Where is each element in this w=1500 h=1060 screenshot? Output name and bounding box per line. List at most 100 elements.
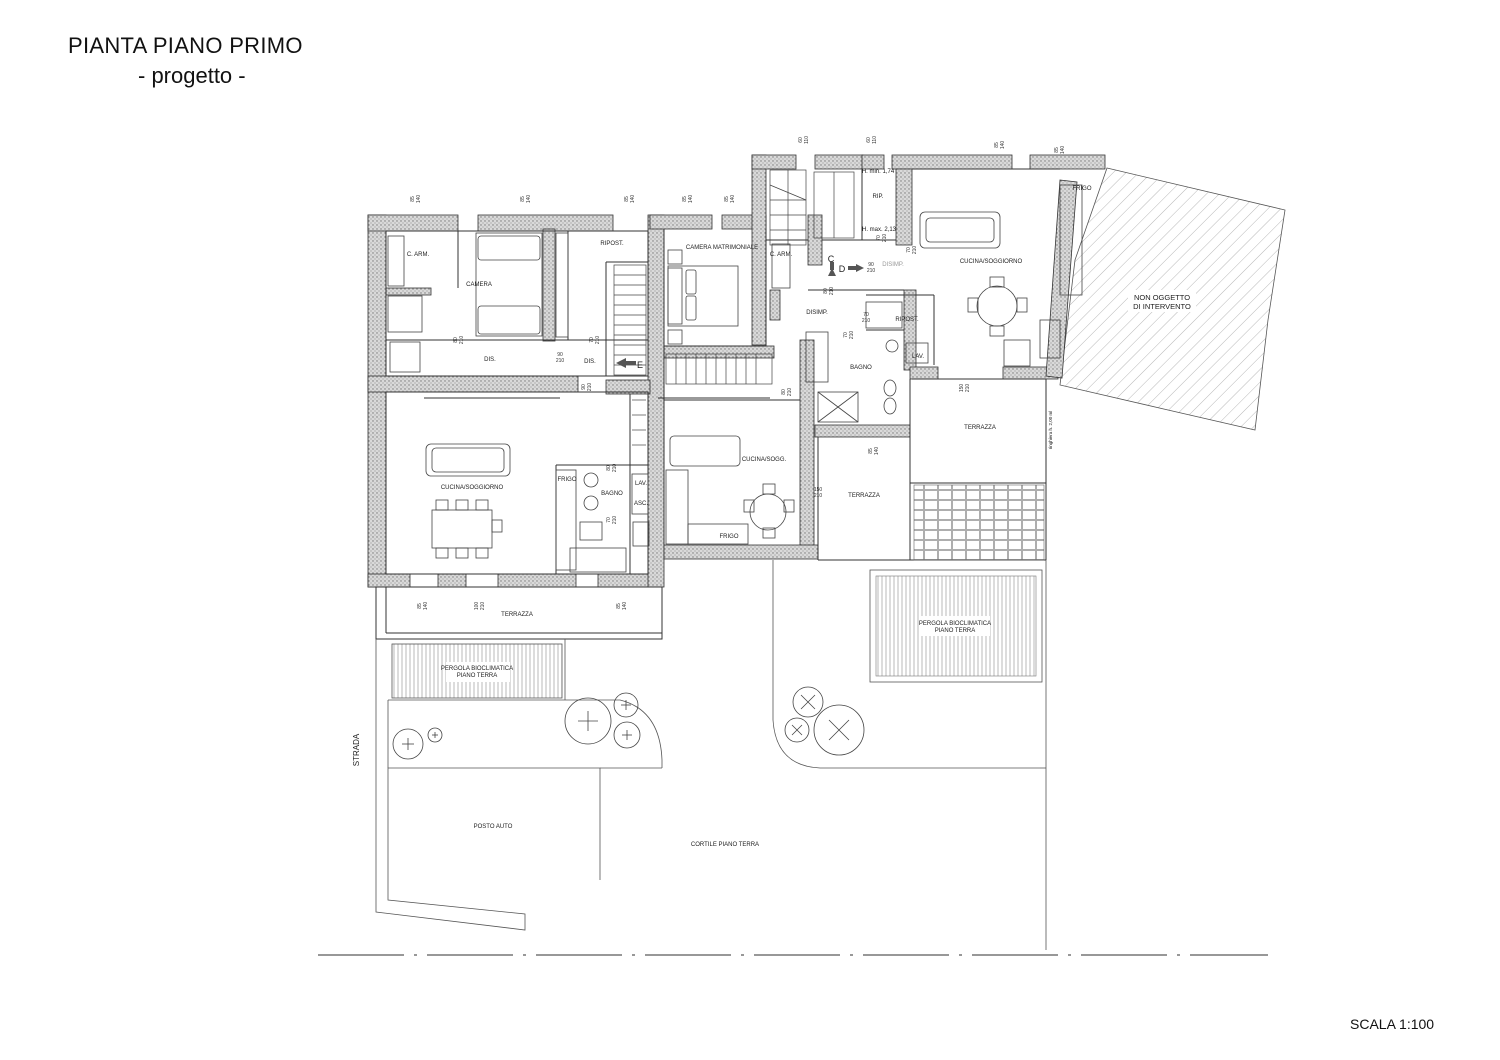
dim-70-a: 70 [589, 337, 595, 343]
dim-140-j: 140 [622, 602, 628, 611]
pergola-right [869, 569, 1043, 683]
large-labels: NON OGGETTO DI INTERVENTO STRADA ringhie… [352, 254, 1191, 766]
dim-top-140-a: 140 [416, 195, 422, 204]
dim-top-140-e: 140 [730, 195, 736, 204]
walls [367, 154, 1106, 588]
label-pergola-2a: PERGOLA BIOCLIMATICA [919, 621, 991, 627]
dim-210-f: 210 [787, 388, 793, 397]
dimension-labels: 85 140 85 140 85 140 85 140 85 140 60 11… [410, 136, 1066, 610]
furniture [387, 184, 1083, 573]
dim-210-i: 210 [849, 331, 855, 340]
dim-top-85-d: 85 [682, 196, 688, 202]
dim-top-85-e: 85 [724, 196, 730, 202]
label-dis-1: DIS. [484, 357, 496, 363]
dim-210-c: 210 [587, 383, 593, 392]
dim-210-b: 210 [595, 336, 601, 345]
dim-80-d: 80 [823, 288, 829, 294]
label-asc: ASC. [634, 501, 648, 507]
dim-70-f: 70 [863, 312, 869, 318]
label-disimp-2: DISIMP. [806, 310, 828, 316]
label-pergola-2b: PIANO TERRA [935, 628, 976, 634]
dim-80-a: 80 [453, 337, 459, 343]
dim-70-e: 70 [906, 247, 912, 253]
section-markers [616, 262, 864, 368]
label-ripost-2: RIPOST. [895, 317, 919, 323]
dim-70-d: 70 [843, 332, 849, 338]
dim-top-110-a: 110 [804, 136, 810, 144]
dim-210-o: 210 [862, 318, 871, 324]
dim-210-e: 210 [612, 516, 618, 525]
trees [392, 686, 865, 760]
dim-85-j: 85 [616, 603, 622, 609]
dim-70-b: 70 [606, 517, 612, 523]
label-non-oggetto-2: DI INTERVENTO [1133, 302, 1191, 311]
label-bagno-1: BAGNO [850, 365, 872, 371]
label-cucina-soggiorno-2: CUCINA/SOGGIORNO [441, 485, 504, 491]
dim-top-85-f: 85 [994, 142, 1000, 148]
label-terrazza-2: TERRAZZA [848, 493, 880, 499]
label-lav-1: LAV. [912, 354, 924, 360]
dim-top-60-b: 60 [866, 137, 872, 143]
ground-floor-outline [375, 560, 1047, 950]
drawing-subtitle: - progetto - [138, 63, 246, 88]
dim-85-i: 85 [417, 603, 423, 609]
label-camera: CAMERA [466, 282, 492, 288]
label-dis-2: DIS. [584, 359, 596, 365]
terrace-tiles [913, 484, 1045, 561]
label-cucina-sogg: CUCINA/SOGG. [742, 457, 787, 463]
drawing-title: PIANTA PIANO PRIMO [68, 33, 303, 58]
label-camera-matrimoniale: CAMERA MATRIMONIALE [686, 245, 758, 251]
label-lav-2: LAV. [635, 481, 647, 487]
dim-top-140-b: 140 [526, 195, 532, 204]
section-mark-d: D [839, 264, 846, 274]
dim-210-j: 210 [965, 384, 971, 393]
dim-top-140-c: 140 [630, 195, 636, 204]
label-ripost-1: RIPOST. [600, 241, 624, 247]
dim-top-85-b: 85 [520, 196, 526, 202]
section-mark-e: E [637, 360, 643, 370]
label-posto-auto: POSTO AUTO [474, 824, 513, 830]
label-h-min: H. min. 1,74 [862, 169, 895, 175]
dim-210-a: 210 [459, 336, 465, 345]
label-bagno-2: BAGNO [601, 491, 623, 497]
stairs [613, 169, 855, 446]
dim-210-k: 210 [480, 602, 486, 611]
dim-80-c: 80 [781, 389, 787, 395]
dim-80-b: 80 [606, 465, 612, 471]
dim-210-p: 210 [814, 493, 823, 499]
scale-label: SCALA 1:100 [1350, 1016, 1435, 1032]
label-cortile: CORTILE PIANO TERRA [691, 842, 759, 848]
label-disimp-1: DISIMP. [882, 262, 904, 268]
dim-85-h: 85 [868, 448, 874, 454]
dim-top-60-a: 60 [798, 137, 804, 143]
dim-210-h: 210 [882, 234, 888, 243]
dim-210-l: 210 [912, 246, 918, 255]
dim-100-a: 100 [474, 602, 480, 611]
dim-70-c: 70 [876, 235, 882, 241]
internal-partitions [375, 168, 1060, 640]
label-pergola-1a: PERGOLA BIOCLIMATICA [441, 666, 513, 672]
dim-top-85-c: 85 [624, 196, 630, 202]
label-terrazza-3: TERRAZZA [501, 612, 533, 618]
dim-top-110-b: 110 [872, 136, 878, 144]
dim-90-b: 90 [557, 352, 563, 358]
dim-top-140-f: 140 [1000, 141, 1006, 150]
dim-top-140-g: 140 [1060, 146, 1066, 155]
room-labels: C. ARM. CAMERA RIPOST. CAMERA MATRIMONIA… [407, 169, 1092, 848]
label-strada: STRADA [352, 733, 361, 766]
label-frigo-1: FRIGO [558, 477, 577, 483]
dim-210-n: 210 [867, 268, 876, 274]
dim-90-a: 90 [581, 384, 587, 390]
label-frigo-2: FRIGO [720, 534, 739, 540]
dimension-labels-horizontal: 90 210 90 210 70 210 150 210 [556, 262, 876, 499]
dim-top-85-a: 85 [410, 196, 416, 202]
non-intervention-area [1059, 167, 1286, 431]
label-terrazza-1: TERRAZZA [964, 425, 996, 431]
label-c-arm-1: C. ARM. [407, 252, 430, 258]
dim-210-m: 210 [556, 358, 565, 364]
dim-90-c: 90 [868, 262, 874, 268]
dim-210-d: 210 [612, 464, 618, 473]
label-rip: RIP. [873, 194, 884, 200]
